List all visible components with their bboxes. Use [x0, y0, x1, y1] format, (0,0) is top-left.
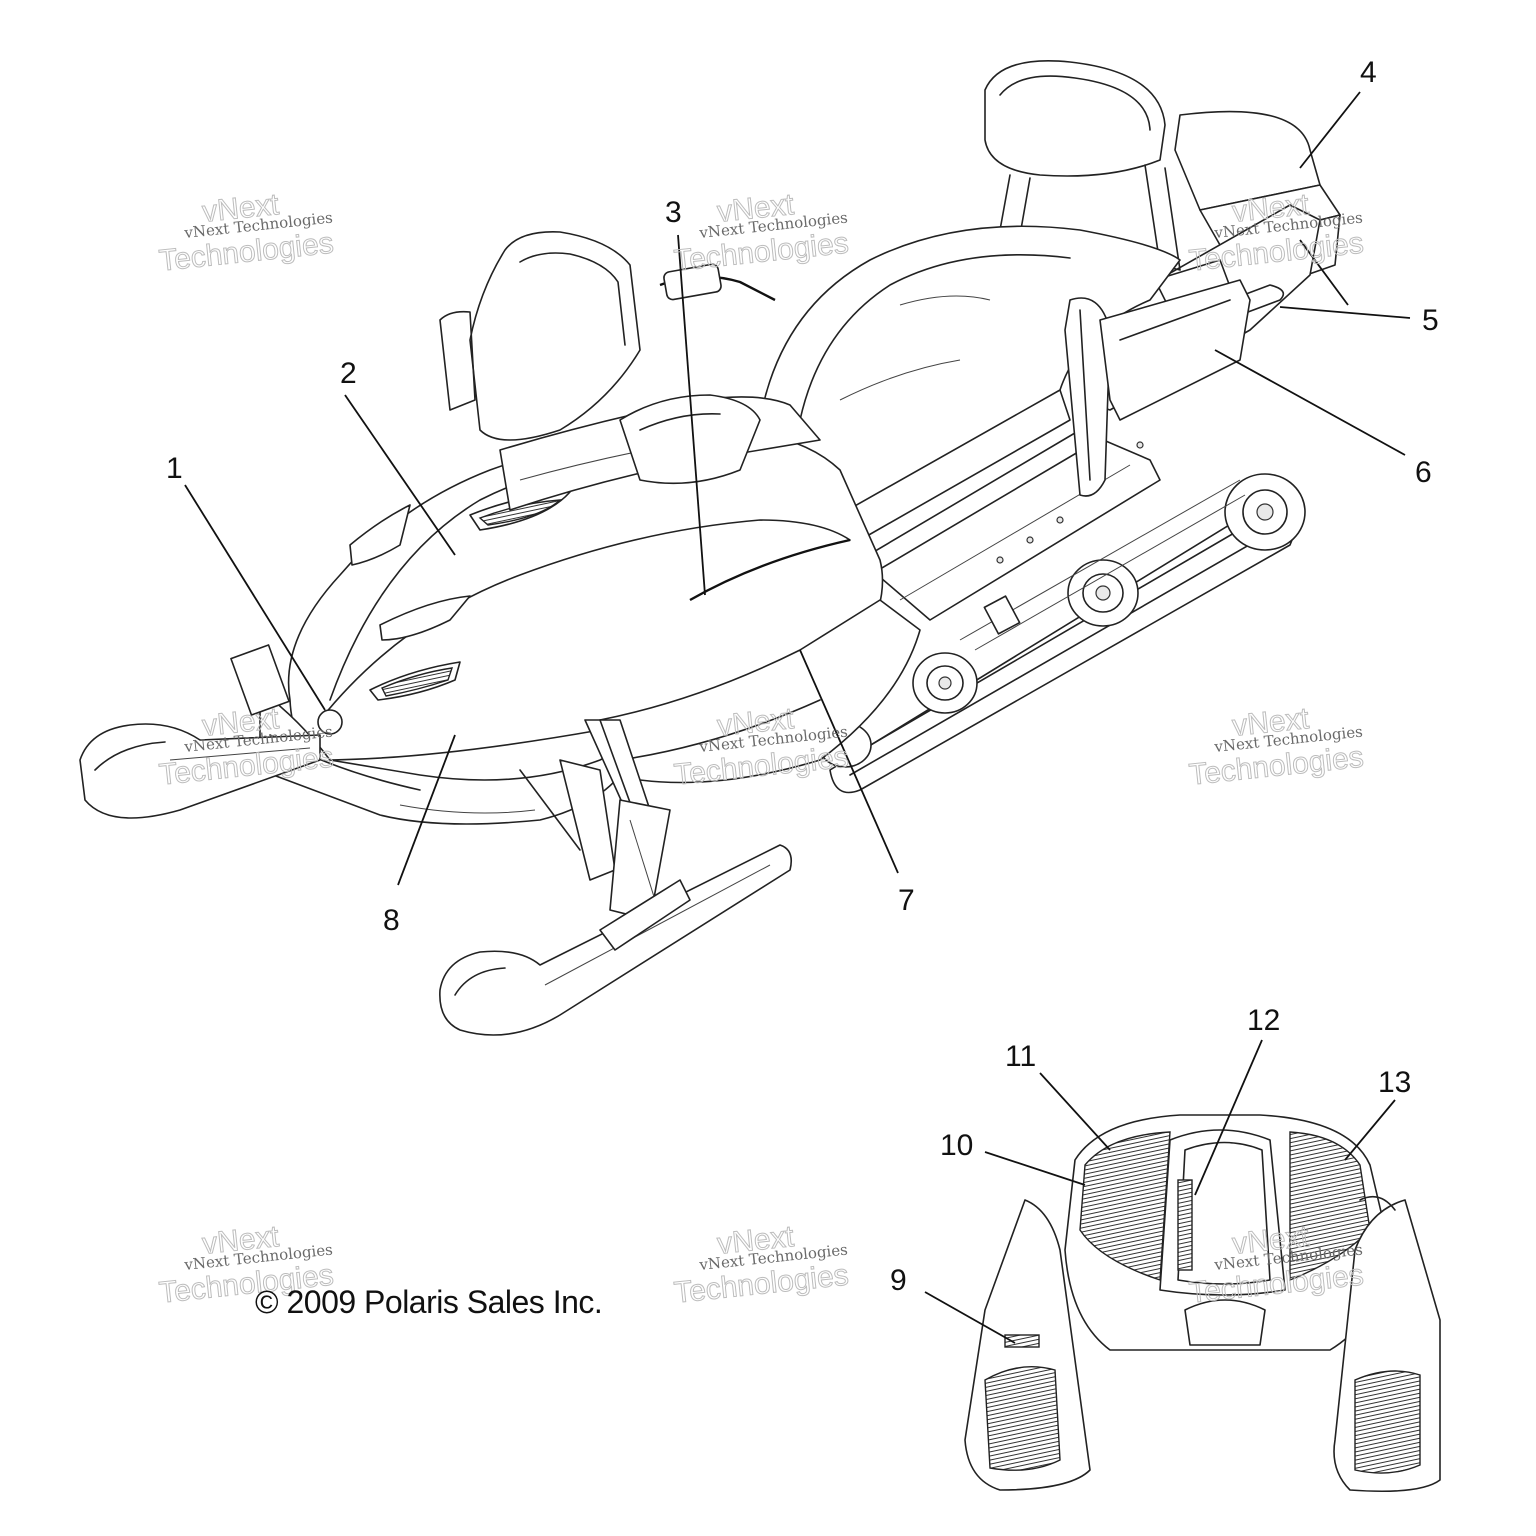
copyright-notice: © 2009 Polaris Sales Inc. [255, 1284, 603, 1320]
leader-5b [1299, 239, 1349, 306]
watermark-6: vNext vNext Technologies Technologies [1187, 702, 1366, 793]
leader-3 [677, 234, 706, 596]
callout-5: 5 [1422, 304, 1439, 337]
ski-right [439, 844, 793, 1036]
hood [287, 429, 884, 761]
callout-10: 10 [940, 1129, 973, 1162]
front-suspension [519, 719, 671, 921]
leader-6 [1214, 349, 1406, 456]
leader-1 [184, 484, 326, 711]
leader-11 [1039, 1072, 1111, 1151]
callout-6: 6 [1415, 456, 1432, 489]
callout-8: 8 [383, 904, 400, 937]
ski-left [79, 644, 321, 819]
rear-grab-handle [1064, 279, 1251, 497]
watermark-3: vNext vNext Technologies Technologies [1187, 188, 1366, 279]
watermark-8: vNext vNext Technologies Technologies [672, 1220, 851, 1311]
side-panel [599, 599, 921, 784]
callout-4: 4 [1360, 56, 1377, 89]
handlebar-console [619, 263, 776, 485]
watermark-4: vNext vNext Technologies Technologies [157, 702, 336, 793]
leader-12 [1194, 1039, 1263, 1196]
watermarks: vNext vNext Technologies Technologies vN… [157, 188, 1366, 1311]
callout-7: 7 [898, 884, 915, 917]
leader-8 [397, 734, 456, 886]
leader-2 [344, 394, 456, 556]
leader-7 [799, 649, 899, 874]
leader-lines [184, 91, 1411, 1344]
leader-10 [984, 1151, 1086, 1186]
callout-9: 9 [890, 1264, 907, 1297]
watermark-1: vNext vNext Technologies Technologies [157, 188, 336, 279]
callout-2: 2 [340, 357, 357, 390]
front-detail-view [964, 1114, 1441, 1493]
callout-12: 12 [1247, 1004, 1280, 1037]
watermark-2: vNext vNext Technologies Technologies [672, 188, 851, 279]
track-assembly [818, 473, 1306, 794]
leader-4 [1299, 91, 1361, 169]
callout-11: 11 [1005, 1040, 1036, 1073]
callout-13: 13 [1378, 1066, 1411, 1099]
callout-numbers: 1 2 3 4 5 6 7 8 9 10 11 12 13 [166, 56, 1439, 1297]
callout-3: 3 [665, 196, 682, 229]
callout-1: 1 [166, 452, 183, 485]
leader-13 [1344, 1099, 1396, 1161]
snowmobile-main-view [79, 60, 1341, 1036]
leader-9 [924, 1291, 1016, 1344]
leader-5a [1279, 306, 1411, 319]
